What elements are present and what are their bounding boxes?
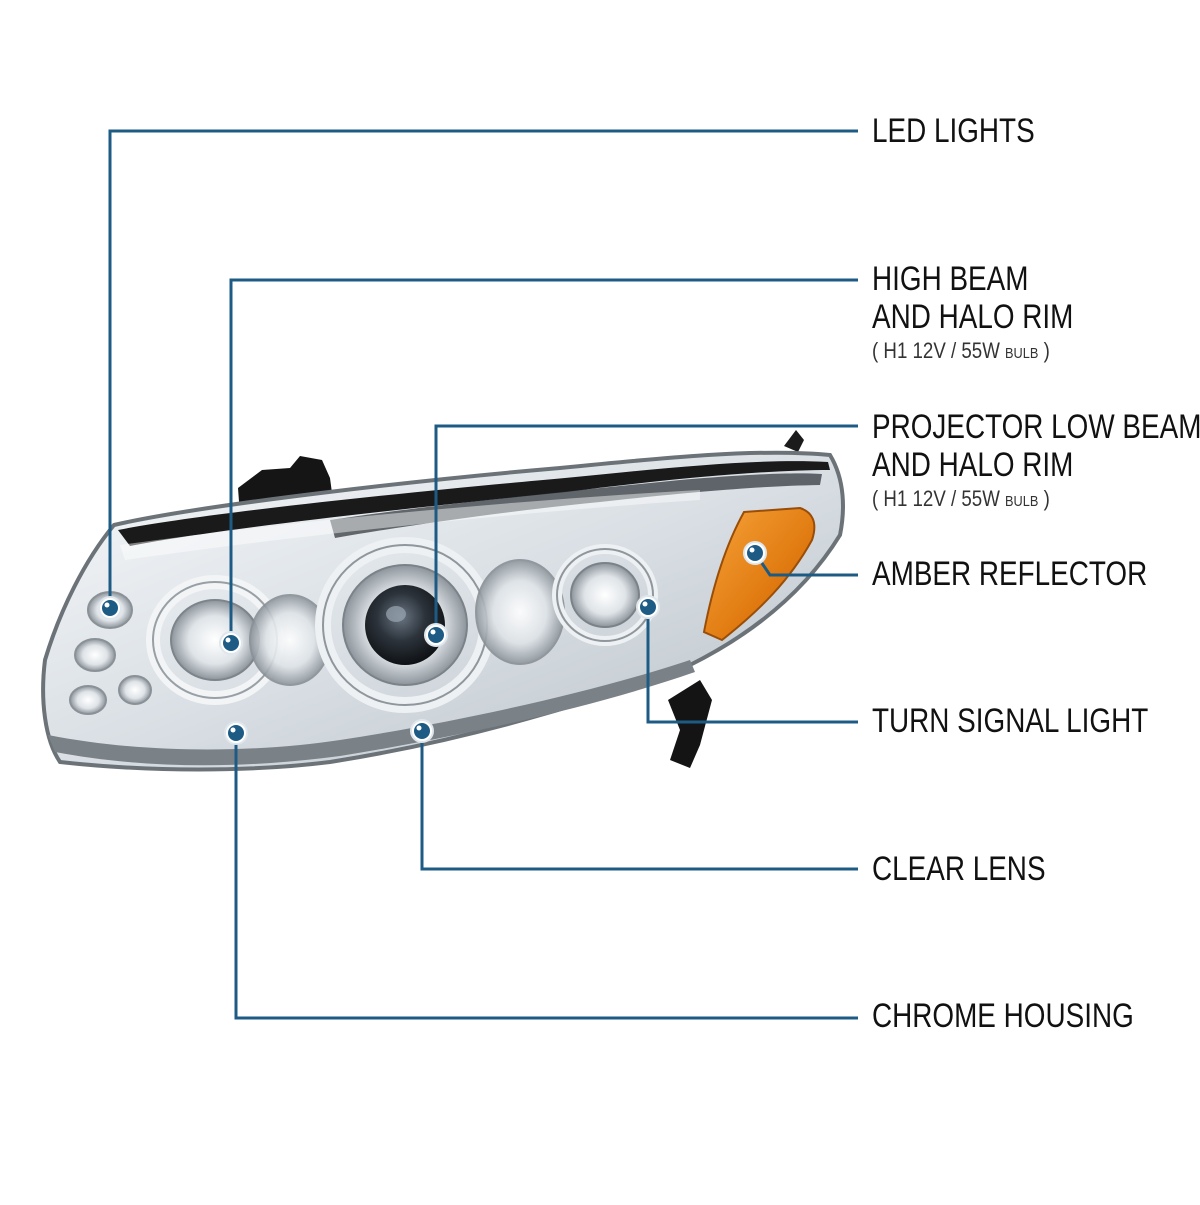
spec-bulb-rating: H1 12V / 55W: [883, 486, 1000, 511]
label-clear-lens: CLEAR LENS: [872, 850, 1084, 888]
label-clear-lens-text: CLEAR LENS: [872, 850, 1046, 888]
callout-dot-shine-clear-lens: [416, 725, 422, 731]
label-turn-signal-light: TURN SIGNAL LIGHT: [872, 702, 1200, 740]
mounting-bracket-bottom: [668, 680, 712, 768]
callout-line-turn-signal-light: [646, 607, 858, 724]
callout-dot-projector-low-beam: [428, 627, 444, 643]
spec-close-paren: ): [1043, 338, 1050, 363]
callout-dot-shine-turn-signal-light: [642, 601, 648, 607]
callout-line-chrome-housing: [234, 733, 858, 1020]
label-led-lights: LED LIGHTS: [872, 112, 1070, 150]
spec-open-paren: (: [872, 338, 879, 363]
headlight-assembly: [41, 430, 845, 772]
label-projector-low-beam: PROJECTOR LOW BEAM AND HALO RIM ( H1 12V…: [872, 408, 1200, 515]
led-cluster: [69, 591, 152, 715]
spec-bulb-rating: H1 12V / 55W: [883, 338, 1000, 363]
spec-bulb-unit: BULB: [1005, 345, 1039, 362]
callout-line-projector-low-beam: [434, 424, 858, 635]
callout-line-high-beam: [229, 278, 858, 643]
mounting-tab-right: [784, 430, 804, 452]
label-high-beam: HIGH BEAM AND HALO RIM ( H1 12V / 55W BU…: [872, 260, 1118, 367]
callout-dot-clear-lens: [414, 723, 430, 739]
label-projector-line2: AND HALO RIM: [872, 446, 1074, 484]
label-amber-reflector: AMBER REFLECTOR: [872, 555, 1200, 593]
top-trim: [118, 461, 830, 546]
amber-reflector-shape: [702, 506, 816, 642]
label-chrome-housing: CHROME HOUSING: [872, 997, 1191, 1035]
callout-dot-amber-reflector: [747, 545, 763, 561]
label-high-beam-spec: ( H1 12V / 55W BULB ): [872, 338, 1081, 367]
spec-open-paren: (: [872, 486, 879, 511]
bottom-edge: [48, 660, 695, 766]
callout-dot-chrome-housing: [228, 725, 244, 741]
spec-close-paren: ): [1043, 486, 1050, 511]
callout-dot-shine-amber-reflector: [749, 547, 755, 553]
label-turn-signal-text: TURN SIGNAL LIGHT: [872, 702, 1149, 740]
callout-dot-shine-projector-low-beam: [430, 629, 436, 635]
label-led-lights-text: LED LIGHTS: [872, 112, 1035, 150]
label-high-beam-line1: HIGH BEAM: [872, 260, 1029, 298]
label-chrome-housing-text: CHROME HOUSING: [872, 997, 1134, 1035]
spec-bulb-unit: BULB: [1005, 493, 1039, 510]
callout-line-clear-lens: [420, 731, 858, 871]
callout-dot-high-beam: [223, 635, 239, 651]
callout-dot-led-lights: [102, 600, 118, 616]
callout-dot-shine-chrome-housing: [230, 727, 236, 733]
turn-signal-reflector: [552, 544, 658, 646]
callout-dot-shine-led-lights: [104, 602, 110, 608]
top-trim-inner: [330, 473, 822, 538]
label-high-beam-line2: AND HALO RIM: [872, 298, 1074, 336]
label-projector-line1: PROJECTOR LOW BEAM: [872, 408, 1200, 446]
lens-highlight: [120, 490, 700, 560]
high-beam-halo: [146, 575, 331, 705]
label-amber-reflector-text: AMBER REFLECTOR: [872, 555, 1148, 593]
callout-dot-shine-high-beam: [225, 637, 231, 643]
callouts: [98, 129, 858, 1020]
callout-dot-turn-signal-light: [640, 599, 656, 615]
label-projector-spec: ( H1 12V / 55W BULB ): [872, 486, 1200, 515]
callout-line-led-lights: [108, 129, 858, 608]
